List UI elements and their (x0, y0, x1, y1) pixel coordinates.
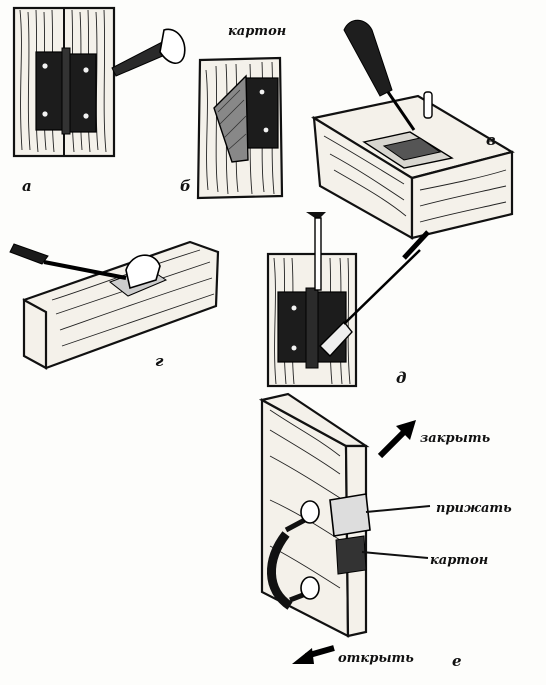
panel-label-c: в (486, 131, 496, 149)
panel-label-b: б (180, 177, 191, 195)
panel-d-drawing (9, 240, 220, 370)
callout-prizhat: прижать (436, 501, 512, 516)
panel-label-a: а (22, 177, 32, 195)
callout-karton-top: картон (228, 24, 286, 39)
panel-a-drawing (12, 6, 186, 158)
panel-b-drawing (196, 56, 284, 200)
callout-otkryt: открыть (338, 651, 414, 666)
panel-c-drawing (311, 19, 515, 240)
panel-f-drawing (258, 392, 431, 664)
panel-e-drawing (266, 212, 430, 388)
panel-label-e: д (396, 369, 406, 387)
callout-zakryt: закрыть (420, 431, 491, 446)
panel-label-d: г (155, 352, 164, 370)
panel-label-f: е (452, 652, 462, 670)
callout-karton-bottom: картон (430, 553, 488, 568)
